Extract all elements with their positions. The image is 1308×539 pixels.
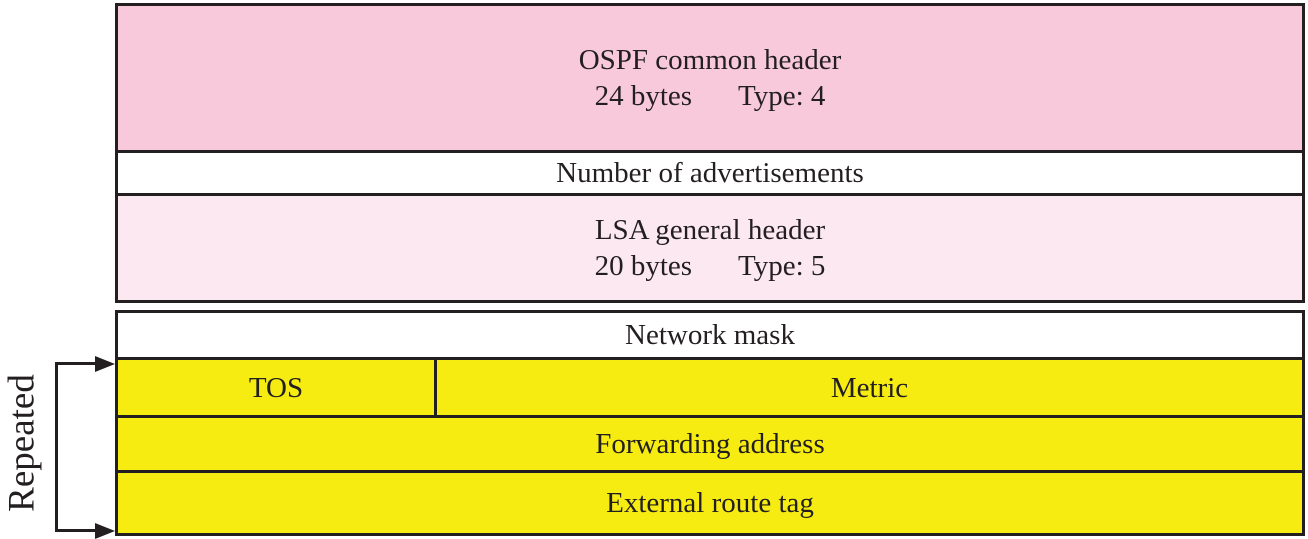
- lsa-general-header-size: 20 bytes: [594, 250, 693, 282]
- external-route-tag-row: External route tag: [118, 473, 1302, 533]
- repeat-bracket-bottom-line: [55, 529, 97, 532]
- network-mask-label: Network mask: [625, 319, 795, 351]
- ospf-common-header-type: Type: 4: [738, 80, 826, 112]
- repeated-label: Repeated: [1, 374, 43, 512]
- lsa-body-block: Network mask TOS Metric Forwarding addre…: [115, 310, 1305, 536]
- tos-cell: TOS: [118, 360, 437, 415]
- lsa-general-header-title: LSA general header: [594, 214, 826, 246]
- ospf-common-header-title: OSPF common header: [578, 44, 842, 76]
- ospf-common-header-row: OSPF common header 24 bytes Type: 4: [118, 6, 1302, 153]
- tos-metric-row: TOS Metric: [118, 360, 1302, 418]
- ospf-common-header-size: 24 bytes: [594, 80, 693, 112]
- number-of-advertisements-label: Number of advertisements: [556, 157, 864, 189]
- header-block: OSPF common header 24 bytes Type: 4 Numb…: [115, 3, 1305, 303]
- lsa-general-header-row: LSA general header 20 bytes Type: 5: [118, 196, 1302, 300]
- lsa-general-header-details: 20 bytes Type: 5: [595, 248, 826, 284]
- repeat-arrow-top-icon: [95, 356, 115, 372]
- forwarding-address-row: Forwarding address: [118, 418, 1302, 473]
- external-route-tag-label: External route tag: [606, 487, 814, 519]
- repeat-arrow-bottom-icon: [95, 523, 115, 539]
- metric-cell: Metric: [437, 360, 1302, 415]
- ospf-common-header-details: 24 bytes Type: 4: [595, 78, 826, 114]
- network-mask-row: Network mask: [118, 313, 1302, 360]
- number-of-advertisements-row: Number of advertisements: [118, 153, 1302, 196]
- repeat-bracket-top-line: [55, 362, 97, 365]
- tos-label: TOS: [248, 371, 304, 404]
- metric-label: Metric: [830, 371, 909, 404]
- repeat-bracket-vertical-line: [55, 362, 58, 532]
- forwarding-address-label: Forwarding address: [595, 428, 825, 460]
- lsa-general-header-type: Type: 5: [738, 250, 826, 282]
